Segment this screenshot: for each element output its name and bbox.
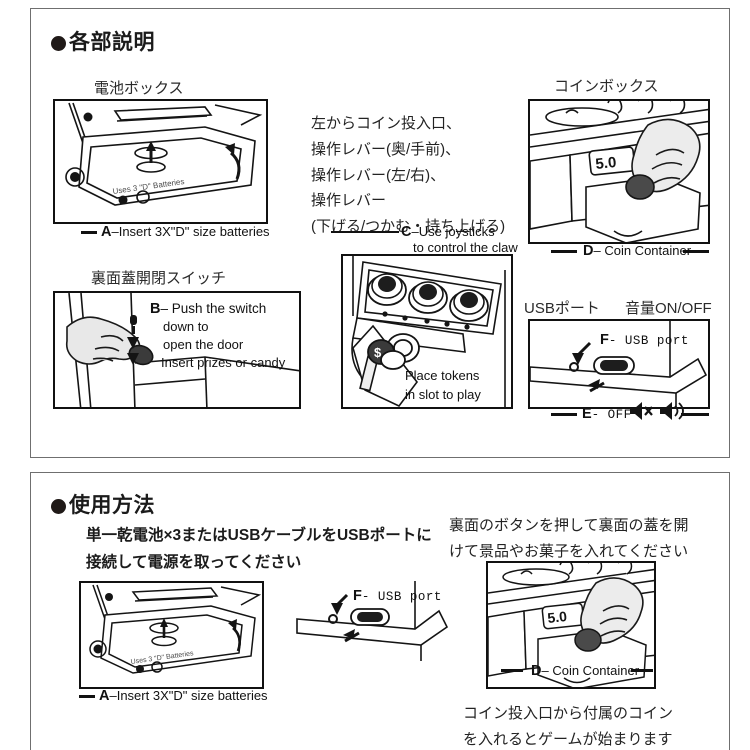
usb-port-drawing-2 (296, 581, 449, 661)
rear-switch-label: B– Push the switch (150, 301, 267, 317)
battery-box-label-2: A–Insert 3X"D" size batteries (99, 688, 268, 704)
coin-box-drawing-2: 5.0 (488, 563, 654, 687)
usb-rule-right (681, 413, 709, 416)
rear-switch-line-3: Insert prizes or candy (161, 355, 286, 370)
rear-door-switch-panel: B– Push the switch down to open the door… (53, 291, 301, 409)
usb-port-caption: USBポート (524, 300, 600, 317)
levers-description: 左からコイン投入口、 操作レバー(奥/手前)、 操作レバー(左/右)、 操作レバ… (311, 115, 506, 236)
usage-text-left: 単一乾電池×3またはUSBケーブルをUSBポートに 接続して電源を取ってください (86, 527, 432, 571)
battery-box-caption: 電池ボックス (94, 80, 184, 97)
bullet-icon-2 (51, 499, 66, 514)
battery-box-drawing: Uses 3 "D" Batteries (65, 102, 263, 206)
section-usage-card: 使用方法 単一乾電池×3またはUSBケーブルをUSBポートに 接続して電源を取っ… (30, 472, 730, 750)
speaker-on-icon (660, 402, 684, 420)
joystick-note-line2: in slot to play (405, 387, 481, 402)
usb-port-drawing-2-wrap (296, 581, 457, 661)
usb-port-label: F- USB port (600, 332, 689, 348)
coin-dollar-glyph: $ (374, 345, 382, 360)
coin-box-2-rule-left (501, 669, 523, 672)
coin-box-2-rule-right (631, 669, 653, 672)
speaker-mute-icon (630, 402, 653, 420)
battery-box-drawing-2: Uses 3 "D" Batteries (89, 584, 262, 674)
coin-box-panel: 5.0 (528, 99, 710, 244)
usb-port-label-2: F- USB port (353, 588, 442, 604)
section-parts-card: 各部説明 電池ボックス (30, 8, 730, 458)
usage-text-right-top: 裏面のボタンを押して裏面の蓋を開 けて景品やお菓子を入れてください (449, 517, 689, 560)
joystick-label-line2: to control the claw (413, 240, 518, 255)
coin-box-caption: コインボックス (554, 78, 659, 95)
battery-box-panel-2: Uses 3 "D" Batteries (79, 581, 264, 689)
section-heading-parts: 各部説明 (51, 26, 155, 56)
rear-switch-line-2: open the door (163, 337, 244, 352)
screw-dot (83, 112, 93, 122)
coin-box-panel-2: 5.0 (486, 561, 656, 689)
coin-box-display-value: 5.0 (595, 154, 618, 173)
volume-off-label: E- OFF (582, 406, 632, 422)
coin-box-rule-left (551, 250, 577, 253)
usb-volume-drawing (530, 321, 708, 407)
coin-box-display-value-2: 5.0 (547, 608, 568, 626)
battery-caption-rule (81, 231, 97, 234)
joystick-caption-rule (331, 231, 399, 233)
battery-box-label: A–Insert 3X"D" size batteries (101, 224, 270, 240)
volume-onoff-caption: 音量ON/OFF (625, 300, 712, 317)
joystick-note-line1: Place tokens (405, 368, 480, 383)
rear-switch-caption: 裏面蓋開閉スイッチ (91, 270, 227, 287)
usage-text-right-bottom: コイン投入口から付属のコイン を入れるとゲームが始まります (463, 705, 674, 748)
joystick-label-line1: C–Use joysticks (401, 224, 495, 240)
section-heading-usage: 使用方法 (51, 489, 155, 519)
bullet-icon (51, 36, 66, 51)
battery-caption-rule-2 (79, 695, 95, 698)
coin-box-label-2: D– Coin Container (531, 663, 640, 679)
usb-rule-left (551, 413, 577, 416)
coin-box-drawing: 5.0 (530, 101, 708, 242)
joystick-drawing: $ (351, 256, 506, 407)
coin-box-label: D– Coin Container (583, 243, 692, 259)
rear-switch-line-1: down to (163, 319, 209, 334)
joystick-panel: $ Place tokens in slot to play (341, 254, 513, 409)
coin-box-rule-right (683, 250, 709, 253)
usb-volume-panel: F- USB port (528, 319, 710, 409)
battery-box-panel: Uses 3 "D" Batteries (53, 99, 268, 224)
rear-switch-drawing (65, 293, 299, 407)
